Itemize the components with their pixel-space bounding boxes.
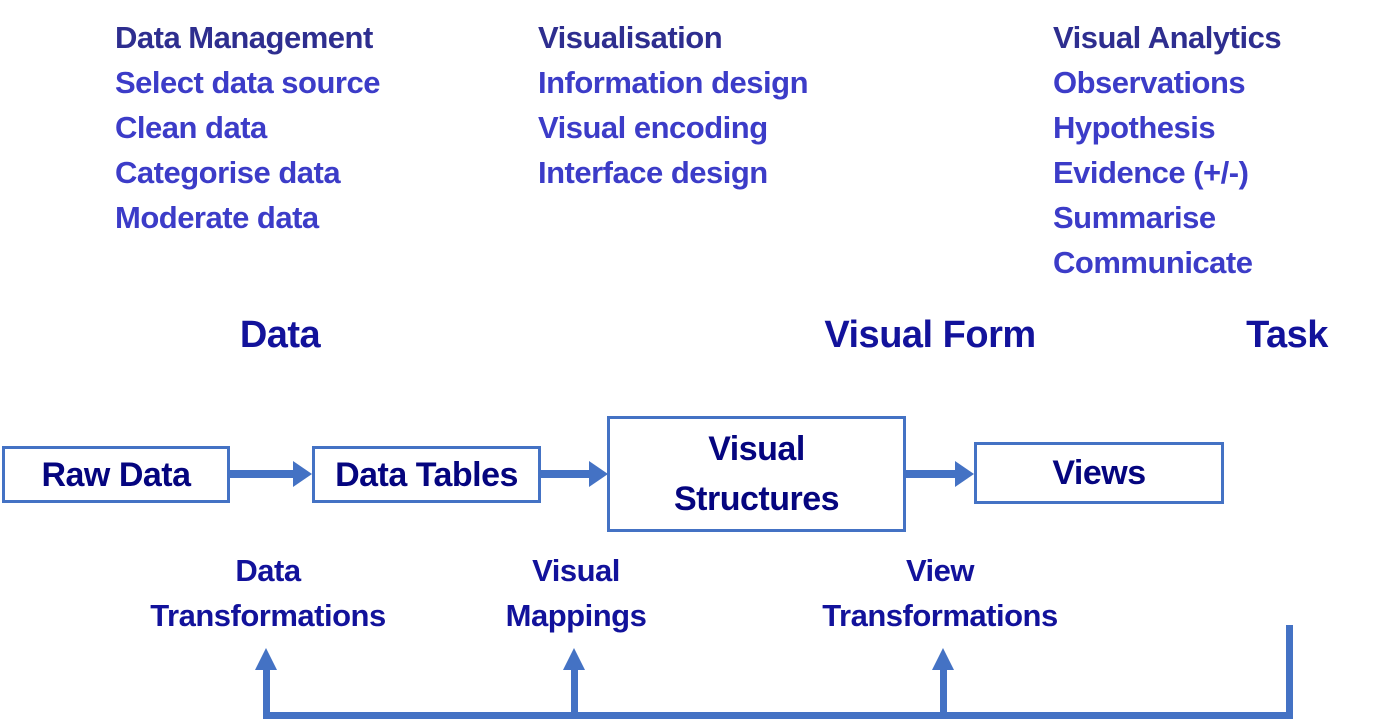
column-item: Summarise bbox=[1053, 200, 1216, 235]
arrow-shaft bbox=[906, 470, 957, 478]
label-line: Transformations bbox=[150, 598, 386, 633]
column-item: Moderate data bbox=[115, 200, 319, 235]
feedback-arrow-visual-mappings bbox=[563, 648, 585, 719]
arrow-shaft bbox=[230, 470, 295, 478]
arrow-shaft bbox=[262, 670, 270, 719]
arrow-right-icon bbox=[293, 461, 312, 487]
feedback-arrow-view-transformations bbox=[932, 648, 954, 719]
label-view-transformations: View Transformations bbox=[822, 548, 1058, 638]
box-label: Views bbox=[1052, 454, 1146, 492]
column-item: Information design bbox=[538, 65, 809, 100]
column-item: Interface design bbox=[538, 155, 768, 190]
arrow-shaft bbox=[570, 670, 578, 719]
label-visual-mappings: Visual Mappings bbox=[506, 548, 647, 638]
column-item: Observations bbox=[1053, 65, 1246, 100]
column-item: Hypothesis bbox=[1053, 110, 1216, 145]
stage-label-visual-form: Visual Form bbox=[824, 314, 1036, 356]
arrow-right-icon bbox=[589, 461, 608, 487]
arrow-up-icon bbox=[563, 648, 585, 670]
column-item: Evidence (+/-) bbox=[1053, 155, 1249, 190]
column-item: Visual encoding bbox=[538, 110, 768, 145]
arrow-shaft bbox=[939, 670, 947, 719]
feedback-line-horizontal bbox=[263, 712, 1293, 719]
box-views: Views bbox=[974, 442, 1224, 504]
stage-label-task: Task bbox=[1246, 314, 1328, 356]
column-item: Communicate bbox=[1053, 245, 1253, 280]
column-item: Select data source bbox=[115, 65, 380, 100]
flow-arrow-structures-to-views bbox=[906, 461, 974, 487]
label-line: View bbox=[905, 553, 975, 588]
arrow-right-icon bbox=[955, 461, 974, 487]
box-raw-data: Raw Data bbox=[2, 446, 230, 503]
box-label: Data Tables bbox=[335, 455, 518, 494]
arrow-up-icon bbox=[255, 648, 277, 670]
column-visual-analytics: Visual Analytics Observations Hypothesis… bbox=[1053, 15, 1282, 285]
label-line: Transformations bbox=[822, 598, 1058, 633]
column-header: Visualisation bbox=[538, 20, 723, 55]
column-visualisation: Visualisation Information design Visual … bbox=[538, 15, 809, 195]
label-data-transformations: Data Transformations bbox=[150, 548, 386, 638]
box-visual-structures: Visual Structures bbox=[607, 416, 906, 532]
column-header: Visual Analytics bbox=[1053, 20, 1282, 55]
column-item: Clean data bbox=[115, 110, 267, 145]
arrow-shaft bbox=[541, 470, 591, 478]
feedback-arrow-data-transformations bbox=[255, 648, 277, 719]
box-label: Visual Structures bbox=[673, 430, 840, 518]
flow-arrow-raw-to-tables bbox=[230, 461, 312, 487]
box-data-tables: Data Tables bbox=[312, 446, 541, 503]
label-line: Visual bbox=[532, 553, 620, 588]
label-line: Data bbox=[235, 553, 301, 588]
column-data-management: Data Management Select data source Clean… bbox=[115, 15, 380, 240]
feedback-line-vertical bbox=[1286, 625, 1293, 719]
label-line: Mappings bbox=[505, 598, 647, 633]
arrow-up-icon bbox=[932, 648, 954, 670]
box-label: Raw Data bbox=[41, 455, 191, 494]
stage-label-data: Data bbox=[239, 314, 321, 356]
flow-arrow-tables-to-structures bbox=[541, 461, 608, 487]
column-header: Data Management bbox=[115, 20, 373, 55]
column-item: Categorise data bbox=[115, 155, 341, 190]
